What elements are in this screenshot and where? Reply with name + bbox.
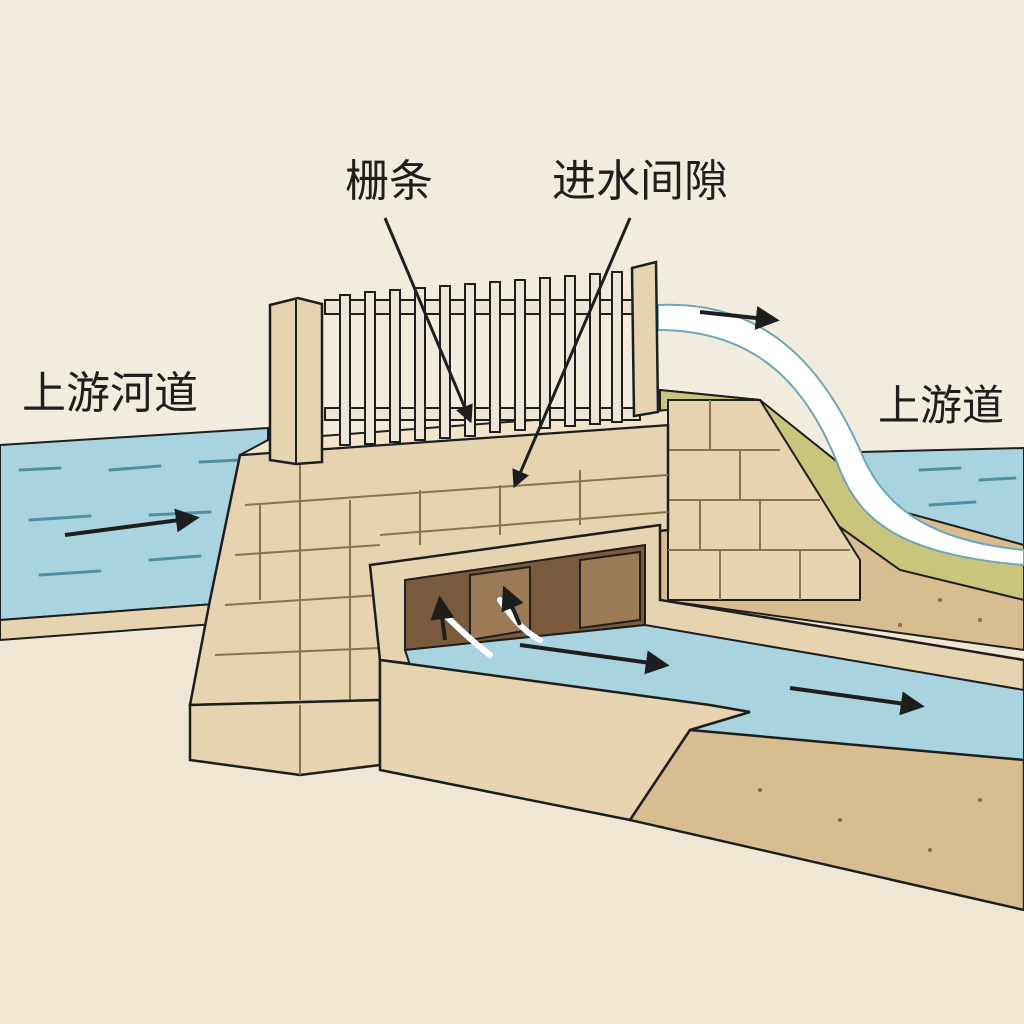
grate-bar — [464, 283, 476, 437]
flow-arrow-icon — [789, 686, 925, 716]
grate-bar — [564, 275, 576, 427]
grate-bar — [364, 291, 376, 445]
grate-bar — [489, 281, 501, 433]
grate-bar — [611, 271, 623, 423]
label-intake-gap: 进水间隙 — [552, 156, 728, 207]
grate-bar — [339, 294, 351, 446]
flow-arrow-icon — [64, 508, 200, 537]
flow-arrow-icon — [519, 643, 670, 675]
flow-arrow-icon — [430, 595, 455, 641]
flow-arrow-icon — [501, 585, 524, 626]
flow-arrow-icon — [699, 306, 780, 330]
label-upstream-channel: 上游河道 — [22, 368, 198, 419]
grate-post-right — [630, 260, 660, 418]
grate-bar — [514, 279, 526, 431]
label-grate-bars: 栅条 — [345, 156, 433, 207]
label-upstream-right: 上游道 — [878, 381, 1005, 430]
side-wall — [667, 399, 861, 601]
grate-bar — [539, 277, 551, 429]
leader-arrow-icon — [512, 217, 632, 489]
grate-bar — [589, 273, 601, 425]
leader-arrow-icon — [383, 217, 473, 424]
grate-bar — [389, 289, 401, 443]
outlet-channel — [368, 523, 1024, 912]
grate-bar — [414, 287, 426, 441]
